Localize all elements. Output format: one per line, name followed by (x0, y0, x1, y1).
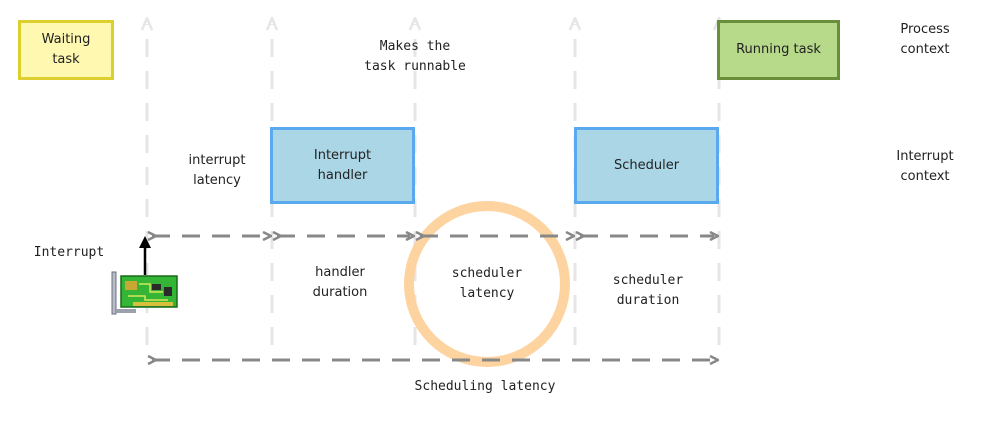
interrupt-latency-label: interrupt latency (188, 153, 246, 188)
interrupt-handler-box: Interrupt handler (270, 127, 415, 204)
interrupt-label: Interrupt (33, 245, 105, 260)
scheduler-box: Scheduler (574, 127, 719, 204)
running-task-box: Running task (717, 20, 840, 80)
network-card-icon (111, 271, 178, 315)
waiting-task-box: Waiting task (18, 20, 114, 80)
interrupt-context-label: Interrupt context (896, 149, 954, 184)
handler-duration-label: handler duration (312, 265, 368, 300)
makes-runnable-label: Makes the task runnable (364, 39, 466, 74)
scheduler-latency-label: scheduler latency (451, 266, 523, 301)
process-context-label: Process context (900, 22, 950, 57)
scheduler-duration-label: scheduler duration (612, 273, 684, 308)
scheduling-latency-label: Scheduling latency (414, 379, 556, 394)
